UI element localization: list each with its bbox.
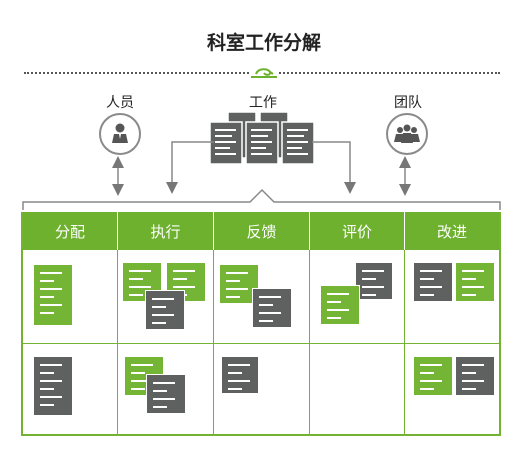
column-header-evaluate: 评价: [310, 212, 404, 250]
column-header-improve: 改进: [405, 212, 499, 250]
person-icon: [99, 113, 141, 155]
task-card: [145, 290, 185, 330]
task-card: [33, 356, 73, 416]
people-label: 人员: [106, 95, 134, 111]
page-title: 科室工作分解: [206, 32, 321, 54]
row-divider: [23, 343, 499, 344]
task-card: [252, 288, 292, 328]
task-card: [355, 262, 393, 300]
document-stack-icon: [208, 110, 318, 166]
task-card: [413, 356, 453, 396]
task-card: [413, 262, 453, 302]
swirl-icon: [251, 64, 277, 78]
task-card: [166, 262, 206, 302]
task-card: [455, 262, 495, 302]
task-card: [455, 356, 495, 396]
team-label: 团队: [394, 95, 422, 111]
work-label: 工作: [249, 95, 277, 111]
task-card: [33, 264, 73, 326]
column-header-feedback: 反馈: [214, 212, 309, 250]
task-card: [146, 374, 186, 414]
connector-lines: [22, 141, 501, 210]
team-icon: [386, 113, 428, 155]
task-card: [320, 285, 360, 325]
column-header-execute: 执行: [118, 212, 213, 250]
column-header-assign: 分配: [23, 212, 117, 250]
task-card: [221, 356, 259, 394]
